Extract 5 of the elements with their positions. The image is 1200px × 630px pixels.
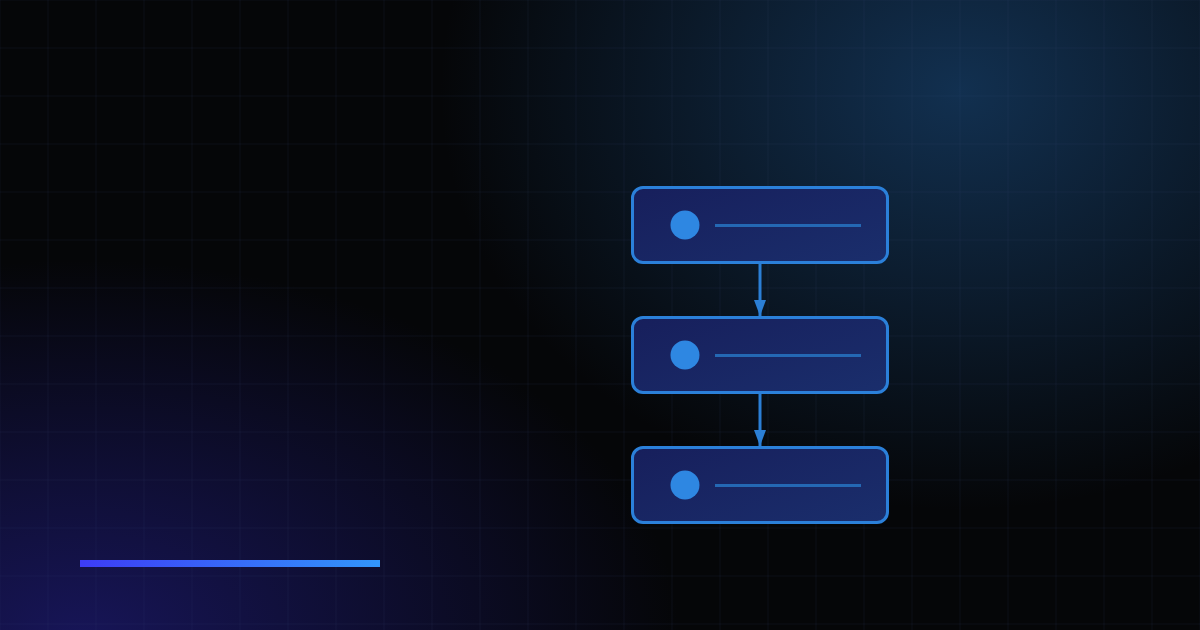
arrow [754,394,766,446]
process-box [631,446,889,524]
process-box [631,186,889,264]
arrow [754,264,766,316]
process-box [631,316,889,394]
